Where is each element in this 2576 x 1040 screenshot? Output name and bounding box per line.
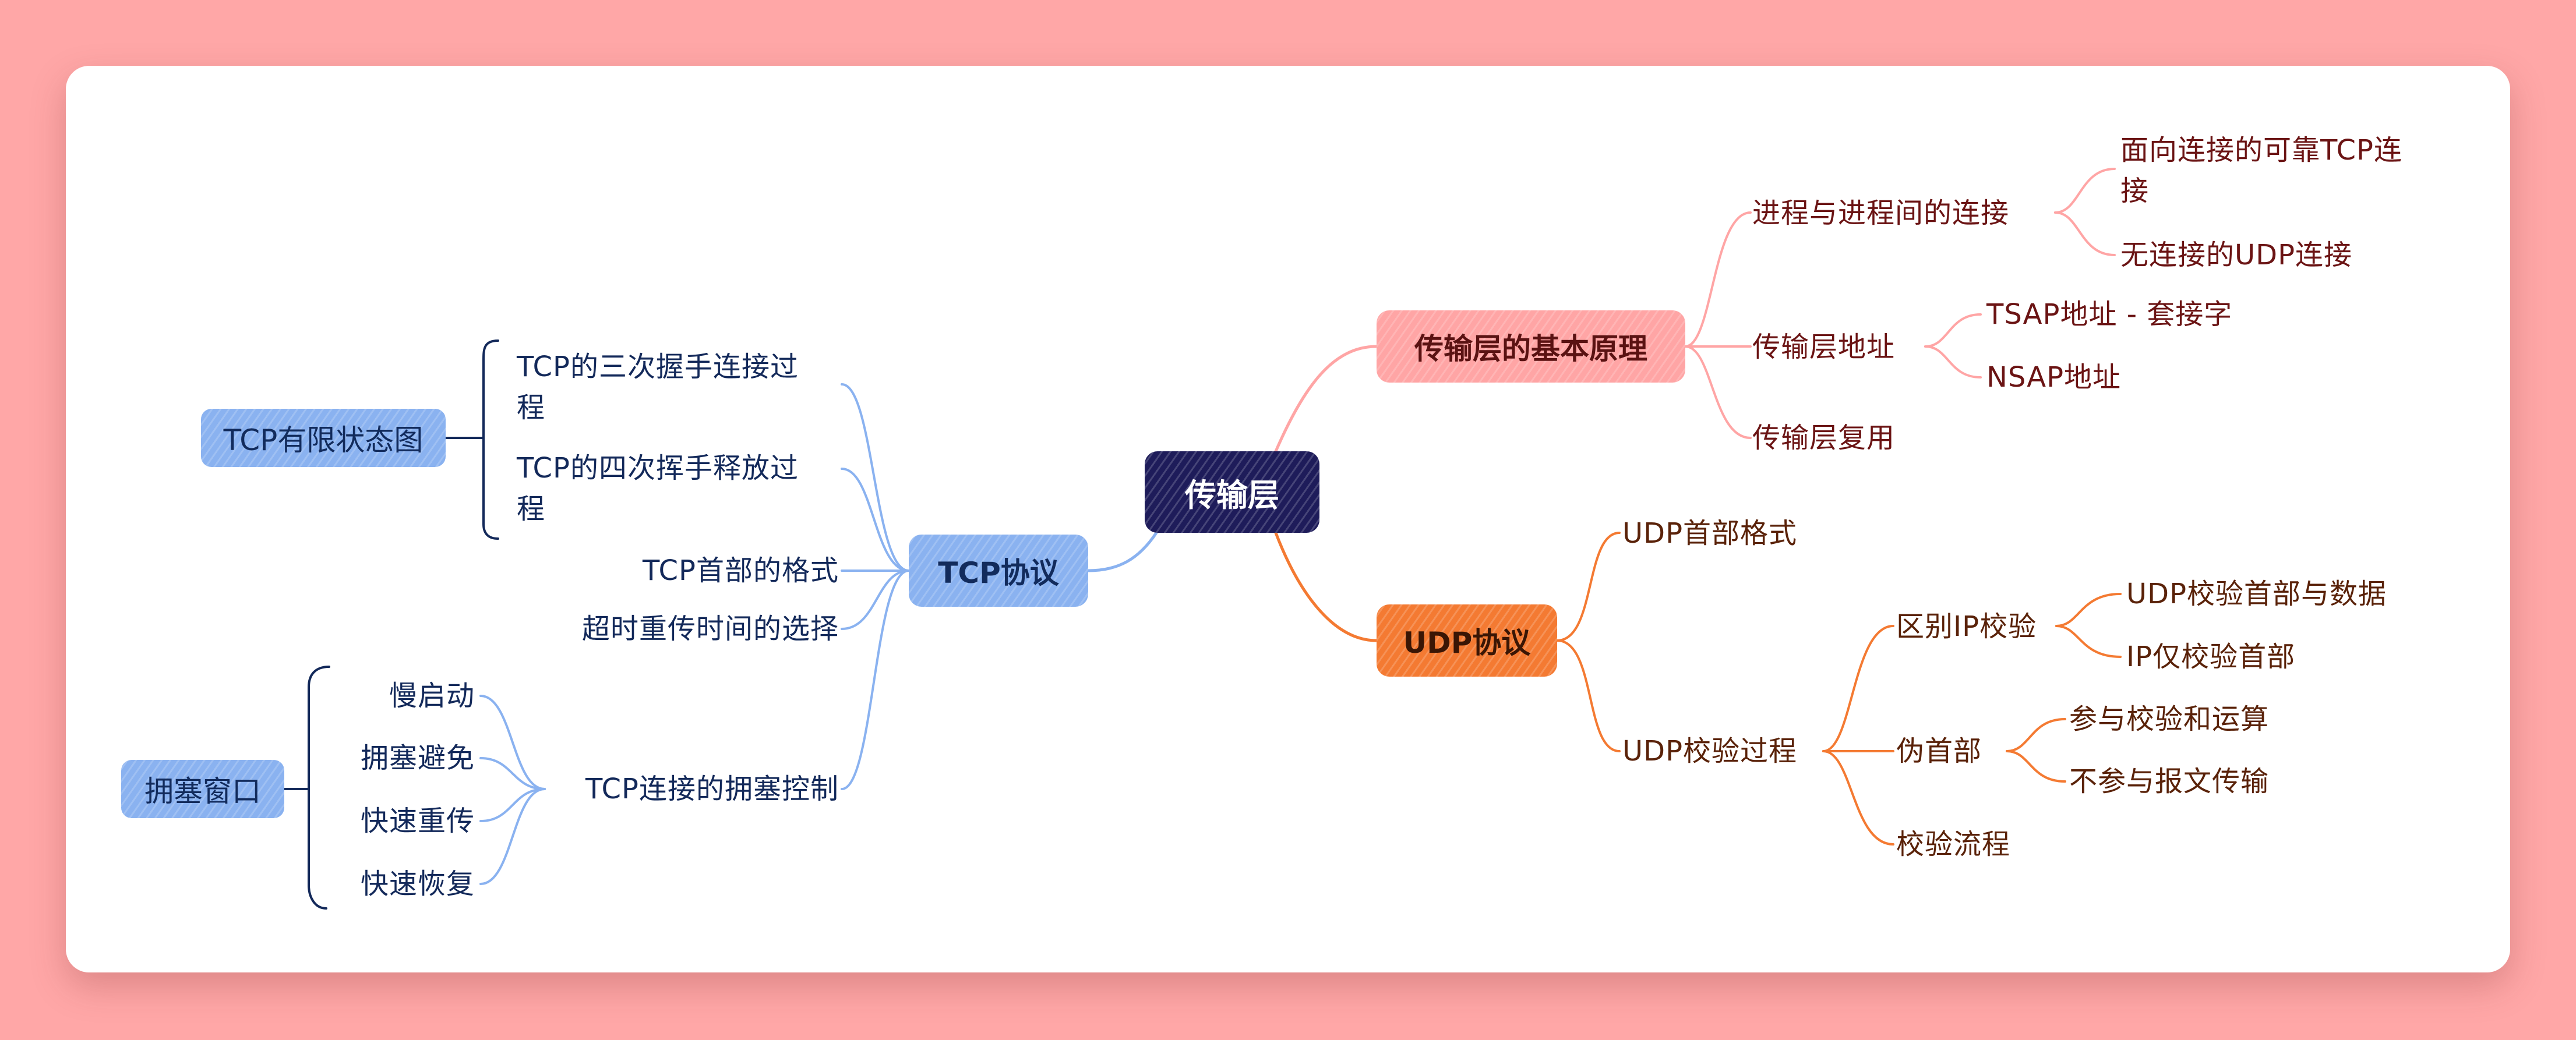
in-checksum-calc-node[interactable]: 参与校验和运算 — [2069, 703, 2270, 735]
tcp-timeout-node[interactable]: 超时重传时间的选择 — [581, 613, 839, 645]
transport-address-node[interactable]: 传输层地址 — [1752, 331, 1896, 363]
process-connection-node[interactable]: 进程与进程间的连接 — [1752, 197, 2010, 229]
ip-checks-header-node[interactable]: IP仅校验首部 — [2126, 641, 2296, 673]
congestion-avoid-node[interactable]: 拥塞避免 — [360, 742, 475, 774]
not-transmitted-node[interactable]: 不参与报文传输 — [2069, 765, 2270, 798]
udp-checks-header-data-node[interactable]: UDP校验首部与数据 — [2126, 578, 2387, 610]
pseudo-header-node[interactable]: 伪首部 — [1896, 735, 1982, 767]
congestion-window-label: 拥塞窗口 — [144, 774, 261, 808]
udp-connectionless-node[interactable]: 无连接的UDP连接 — [2120, 239, 2353, 271]
fast-retransmit-node[interactable]: 快速重传 — [360, 805, 475, 837]
udp-label: UDP协议 — [1403, 626, 1531, 660]
fast-recovery-node[interactable]: 快速恢复 — [360, 868, 475, 900]
tcp-handshake-node-wrap: 程 — [517, 391, 546, 424]
tcp-teardown-node-wrap: 程 — [517, 493, 546, 525]
tsap-address-node[interactable]: TSAP地址 - 套接字 — [1986, 298, 2233, 331]
udp-header-node[interactable]: UDP首部格式 — [1622, 517, 1798, 550]
principle-label: 传输层的基本原理 — [1414, 332, 1647, 366]
root-topic[interactable]: 传输层 — [1145, 451, 1319, 533]
root-label: 传输层 — [1185, 476, 1279, 514]
transport-multiplex-node[interactable]: 传输层复用 — [1752, 422, 1896, 454]
tcp-reliable-connection-node[interactable]: 面向连接的可靠TCP连 — [2120, 134, 2402, 167]
tcp-reliable-connection-node-wrap: 接 — [2120, 175, 2150, 207]
nsap-address-node[interactable]: NSAP地址 — [1986, 361, 2122, 394]
tcp-congestion-node[interactable]: TCP连接的拥塞控制 — [585, 773, 839, 805]
udp-checksum-node[interactable]: UDP校验过程 — [1622, 735, 1798, 767]
udp-topic[interactable]: UDP协议 — [1377, 604, 1557, 677]
tcp-fsm-label: TCP有限状态图 — [223, 423, 424, 457]
principle-topic[interactable]: 传输层的基本原理 — [1377, 310, 1685, 383]
ip-checksum-diff-node[interactable]: 区别IP校验 — [1896, 610, 2037, 643]
slow-start-node[interactable]: 慢启动 — [389, 680, 475, 712]
tcp-handshake-node[interactable]: TCP的三次握手连接过 — [517, 351, 799, 383]
tcp-label: TCP协议 — [938, 556, 1059, 590]
tcp-teardown-node[interactable]: TCP的四次挥手释放过 — [517, 452, 799, 484]
tcp-topic[interactable]: TCP协议 — [909, 535, 1088, 607]
tcp-header-node[interactable]: TCP首部的格式 — [643, 554, 839, 587]
checksum-flow-node[interactable]: 校验流程 — [1896, 828, 2011, 861]
congestion-window-callout[interactable]: 拥塞窗口 — [121, 760, 284, 818]
tcp-fsm-callout[interactable]: TCP有限状态图 — [201, 409, 446, 467]
